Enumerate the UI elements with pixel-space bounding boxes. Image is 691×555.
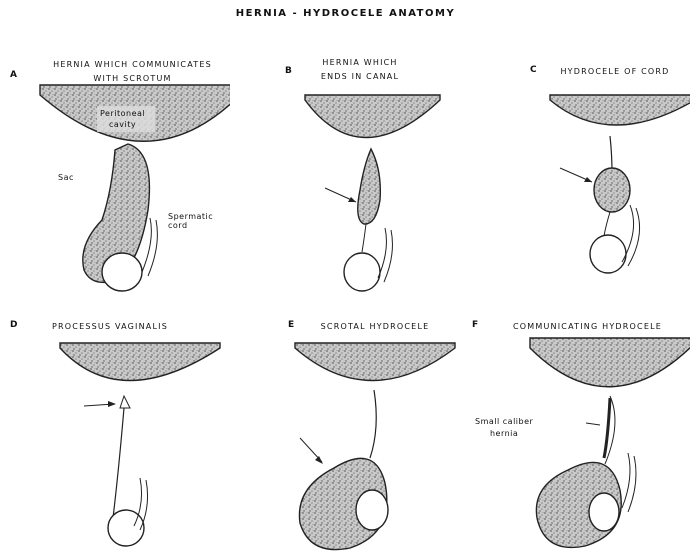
spermatic-cord-label: Spermatic cord	[168, 212, 230, 230]
diagram-title: HERNIA - HYDROCELE ANATOMY	[0, 8, 691, 19]
processus-vaginalis-illustration	[0, 278, 230, 555]
hernia-canal-illustration	[230, 40, 460, 317]
hydrocele-of-cord-illustration	[460, 40, 690, 317]
panel-e: E SCROTAL HYDROCELE	[230, 278, 460, 555]
hernia-scrotum-illustration	[0, 40, 230, 317]
sac-label: Sac	[58, 173, 74, 182]
panel-c: C HYDROCELE OF CORD	[460, 40, 690, 317]
scrotal-hydrocele-illustration	[230, 278, 460, 555]
panel-d: D PROCESSUS VAGINALIS	[0, 278, 230, 555]
